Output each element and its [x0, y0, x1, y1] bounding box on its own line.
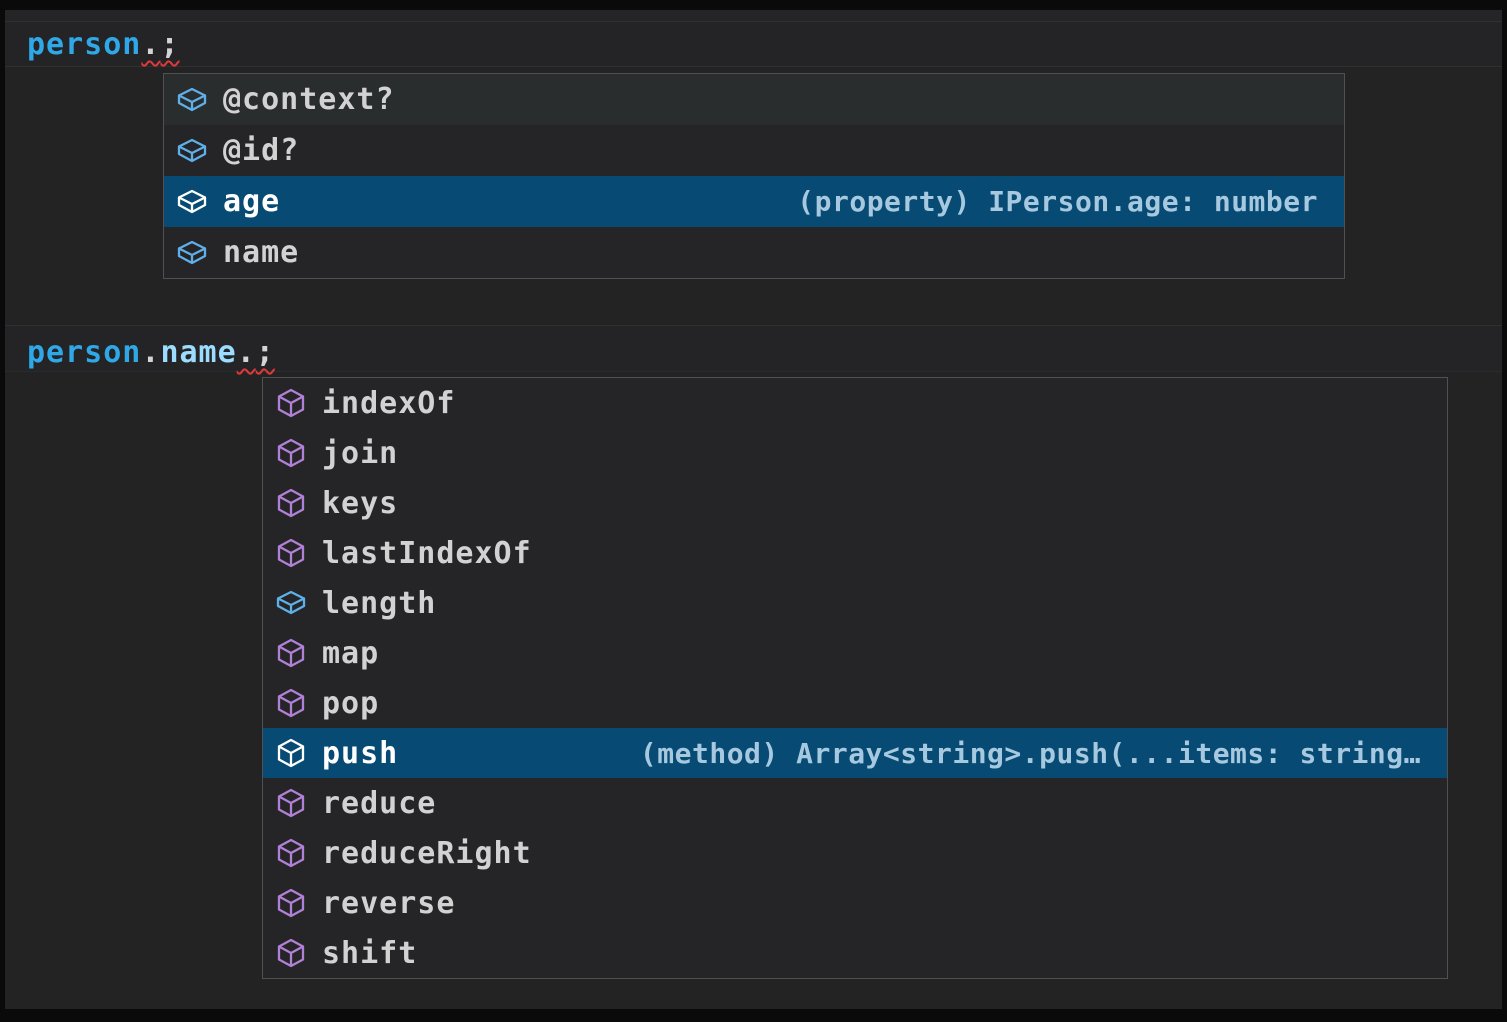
suggestion-item-id[interactable]: @id?: [164, 125, 1344, 176]
suggestion-item-join[interactable]: join: [263, 428, 1447, 478]
code-token-error: .: [237, 335, 256, 370]
symbol-field-icon: [176, 237, 208, 269]
suggestion-label: age: [223, 184, 280, 219]
code-token: person: [27, 335, 141, 370]
suggestion-item-pop[interactable]: pop: [263, 678, 1447, 728]
suggestion-label: @id?: [223, 133, 299, 168]
suggestion-detail: (method) Array<string>.push(...items: st…: [640, 737, 1447, 770]
suggestion-item-keys[interactable]: keys: [263, 478, 1447, 528]
code-token-error: ;: [256, 335, 275, 370]
suggestion-label: reverse: [322, 886, 455, 921]
suggestion-item-name[interactable]: name: [164, 227, 1344, 278]
separator-line: [5, 66, 1502, 67]
suggestion-item-age[interactable]: age (property) IPerson.age: number: [164, 176, 1344, 227]
symbol-field-icon: [176, 186, 208, 218]
suggestion-item-lastindexof[interactable]: lastIndexOf: [263, 528, 1447, 578]
symbol-field-icon: [275, 587, 307, 619]
suggestion-label: reduce: [322, 786, 436, 821]
suggestion-label: length: [322, 586, 436, 621]
symbol-field-icon: [176, 84, 208, 116]
code-editor[interactable]: person.; @context? @id? age (property) I…: [5, 10, 1502, 1009]
suggestion-label: lastIndexOf: [322, 536, 532, 571]
symbol-method-icon: [275, 487, 307, 519]
symbol-method-icon: [275, 537, 307, 569]
symbol-field-icon: [176, 135, 208, 167]
code-line-person[interactable]: person.;: [27, 22, 180, 67]
code-token-error: .: [141, 27, 160, 62]
suggestion-label: map: [322, 636, 379, 671]
suggest-widget-person: @context? @id? age (property) IPerson.ag…: [163, 73, 1345, 279]
suggestion-label: pop: [322, 686, 379, 721]
symbol-method-icon: [275, 787, 307, 819]
suggestion-item-reduce[interactable]: reduce: [263, 778, 1447, 828]
symbol-method-icon: [275, 937, 307, 969]
suggestion-label: keys: [322, 486, 398, 521]
code-token: name: [160, 335, 236, 370]
suggestion-item-indexof[interactable]: indexOf: [263, 378, 1447, 428]
suggestion-label: @context?: [223, 82, 395, 117]
code-token-error: ;: [160, 27, 179, 62]
symbol-method-icon: [275, 737, 307, 769]
suggestion-item-length[interactable]: length: [263, 578, 1447, 628]
code-token: person: [27, 27, 141, 62]
symbol-method-icon: [275, 837, 307, 869]
editor-top-band: [5, 10, 1502, 21]
suggestion-item-reverse[interactable]: reverse: [263, 878, 1447, 928]
code-token: .: [141, 335, 160, 370]
suggestion-label: indexOf: [322, 386, 455, 421]
suggestion-item-shift[interactable]: shift: [263, 928, 1447, 978]
suggest-widget-person-name: indexOf join keys lastIndexOf length map…: [262, 377, 1448, 979]
suggestion-detail: (property) IPerson.age: number: [797, 185, 1344, 218]
suggestion-label: join: [322, 436, 398, 471]
suggestion-label: shift: [322, 936, 417, 971]
suggestion-item-reduceright[interactable]: reduceRight: [263, 828, 1447, 878]
suggestion-item-push[interactable]: push (method) Array<string>.push(...item…: [263, 728, 1447, 778]
symbol-method-icon: [275, 387, 307, 419]
symbol-method-icon: [275, 687, 307, 719]
suggestion-label: push: [322, 736, 398, 771]
suggestion-label: name: [223, 235, 299, 270]
code-line-band: [5, 22, 1502, 66]
symbol-method-icon: [275, 437, 307, 469]
suggestion-item-context[interactable]: @context?: [164, 74, 1344, 125]
symbol-method-icon: [275, 887, 307, 919]
code-line-person-name[interactable]: person.name.;: [27, 330, 275, 375]
suggestion-item-map[interactable]: map: [263, 628, 1447, 678]
symbol-method-icon: [275, 637, 307, 669]
suggestion-label: reduceRight: [322, 836, 532, 871]
